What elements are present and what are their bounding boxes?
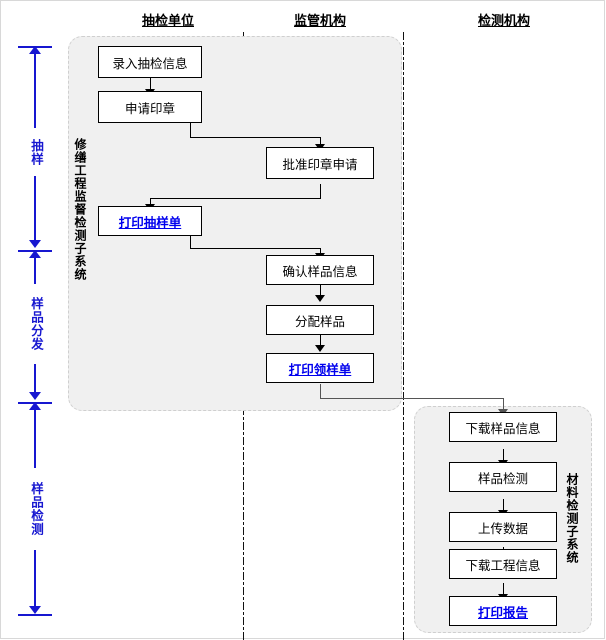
phase-line-2a <box>34 256 36 284</box>
edge-print-sample-right <box>190 248 321 249</box>
node-download-sample[interactable]: 下载样品信息 <box>449 412 557 442</box>
node-confirm-sample[interactable]: 确认样品信息 <box>266 255 374 285</box>
lane-divider-2 <box>403 32 404 640</box>
phase-arrow-up-3 <box>29 402 41 410</box>
subsystem-label-supervision: 修缮工程监督检测子系统 <box>73 137 87 281</box>
phase-line-1a <box>34 50 36 128</box>
edge-confirm-to-assign <box>320 284 321 297</box>
node-assign-sample[interactable]: 分配样品 <box>266 305 374 335</box>
edge-download-to-test <box>503 449 504 462</box>
phase-label-testing: 样品检测 <box>29 482 44 536</box>
phase-bracket-bottom-cap <box>18 614 52 616</box>
edge-download-sample-down <box>503 398 504 413</box>
node-sample-test[interactable]: 样品检测 <box>449 462 557 492</box>
edge-print-sample-down <box>150 198 151 208</box>
edge-claim-down <box>320 384 321 398</box>
node-print-sample-form[interactable]: 打印抽样单 <box>98 206 202 236</box>
edge-test-to-upload <box>503 499 504 512</box>
edge-print-sample-down2 <box>190 234 191 248</box>
node-download-project[interactable]: 下载工程信息 <box>449 549 557 579</box>
edge-assign-to-claim <box>320 334 321 347</box>
phase-line-3b <box>34 550 36 612</box>
phase-label-sampling: 抽样 <box>29 138 44 166</box>
node-print-report[interactable]: 打印报告 <box>449 596 557 626</box>
edge-approve-down <box>320 137 321 147</box>
edge-claim-right <box>320 398 504 399</box>
phase-arrow-down-3 <box>29 606 41 614</box>
edge-apply-down <box>190 123 191 137</box>
edge-arrow-confirm-to-assign <box>315 295 325 302</box>
edge-approve-left <box>150 198 321 199</box>
phase-arrow-up-2 <box>29 250 41 258</box>
phase-label-distribution: 样品分发 <box>29 297 44 351</box>
edge-project-to-report <box>503 583 504 596</box>
lane-header-sampling-unit: 抽检单位 <box>141 14 194 29</box>
node-approve-seal[interactable]: 批准印章申请 <box>266 147 374 179</box>
phase-line-3a <box>34 408 36 468</box>
phase-arrow-down-1 <box>29 240 41 248</box>
edge-arrow-assign-to-claim <box>315 345 325 352</box>
subsystem-label-material-test: 材料检测子系统 <box>565 472 579 564</box>
node-print-claim-form[interactable]: 打印领样单 <box>266 353 374 383</box>
edge-apply-right <box>190 137 321 138</box>
phase-arrow-down-2 <box>29 392 41 400</box>
phase-line-2b <box>34 364 36 398</box>
lane-header-testing-institute: 检测机构 <box>477 14 530 29</box>
node-upload-data[interactable]: 上传数据 <box>449 512 557 542</box>
edge-approve-down2 <box>320 184 321 198</box>
edge-enter-to-apply <box>150 78 151 91</box>
node-apply-seal[interactable]: 申请印章 <box>98 91 202 123</box>
lane-header-regulatory-agency: 监管机构 <box>293 14 346 29</box>
phase-line-1b <box>34 176 36 246</box>
edge-confirm-down <box>320 248 321 256</box>
node-enter-info[interactable]: 录入抽检信息 <box>98 46 202 78</box>
